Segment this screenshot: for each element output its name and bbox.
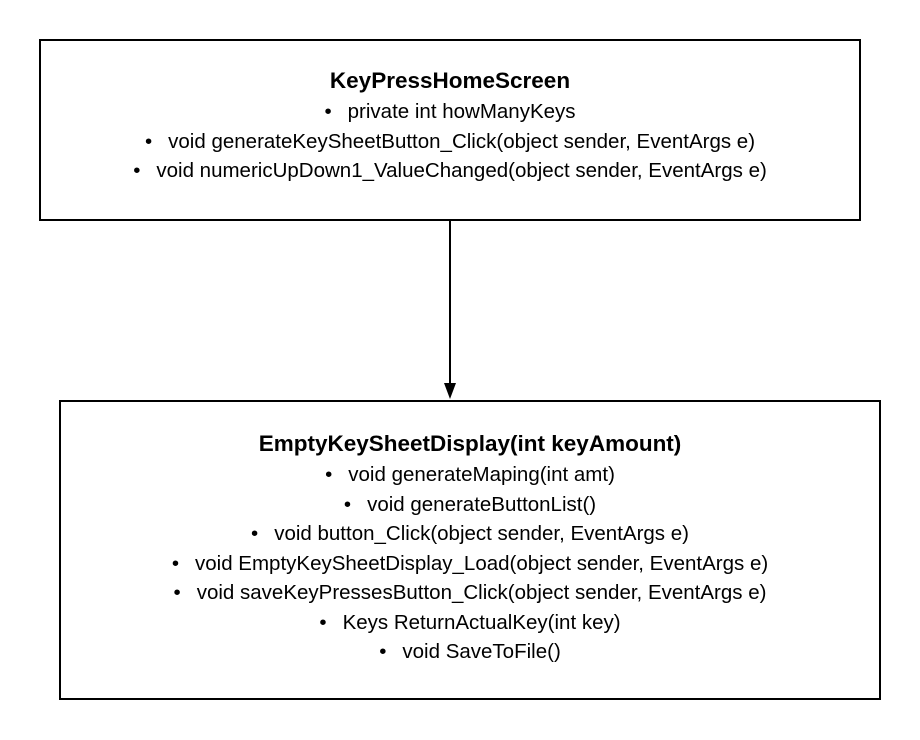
member-text: private int howManyKeys bbox=[347, 100, 576, 123]
bullet-icon: • bbox=[173, 581, 181, 604]
member-text: void SaveToFile() bbox=[402, 640, 561, 663]
member-item: • void generateButtonList() bbox=[61, 490, 879, 520]
member-list: • private int howManyKeys • void generateK… bbox=[41, 97, 859, 186]
member-item: • void generateKeySheetButton_Click(objec… bbox=[41, 127, 859, 157]
member-text: void numericUpDown1_ValueChanged(object … bbox=[156, 159, 767, 182]
member-item: • Keys ReturnActualKey(int key) bbox=[61, 608, 879, 638]
member-item: • void numericUpDown1_ValueChanged(object… bbox=[41, 156, 859, 186]
member-text: void button_Click(object sender, EventAr… bbox=[274, 522, 689, 545]
member-text: Keys ReturnActualKey(int key) bbox=[342, 610, 621, 634]
bullet-icon: • bbox=[324, 100, 332, 123]
member-text: void generateButtonList() bbox=[367, 492, 597, 516]
member-item: • void button_Click(object sender, EventA… bbox=[61, 519, 879, 549]
member-text: void generateMaping(int amt) bbox=[348, 463, 615, 486]
member-text: void EmptyKeySheetDisplay_Load(object se… bbox=[195, 551, 769, 575]
arrowhead bbox=[444, 383, 456, 399]
member-item: • void SaveToFile() bbox=[61, 637, 879, 667]
class-title: EmptyKeySheetDisplay(int keyAmount) bbox=[258, 431, 682, 456]
bullet-icon: • bbox=[251, 522, 259, 545]
member-text: void saveKeyPressesButton_Click(object s… bbox=[196, 581, 767, 604]
member-item: • void saveKeyPressesButton_Click(object … bbox=[61, 578, 879, 608]
class-title: KeyPressHomeScreen bbox=[329, 68, 571, 93]
member-list: • void generateMaping(int amt) • void gene… bbox=[61, 460, 879, 667]
member-text: void generateKeySheetButton_Click(object… bbox=[168, 129, 756, 153]
bullet-icon: • bbox=[325, 463, 333, 486]
bullet-icon: • bbox=[343, 492, 352, 516]
bullet-icon: • bbox=[319, 610, 327, 634]
bullet-icon: • bbox=[171, 551, 179, 575]
bullet-icon: • bbox=[133, 159, 141, 182]
member-item: • void EmptyKeySheetDisplay_Load(object s… bbox=[61, 549, 879, 579]
class-box-emptykeysheetdisplay: EmptyKeySheetDisplay(int keyAmount) • voi… bbox=[59, 400, 881, 700]
member-item: • void generateMaping(int amt) bbox=[61, 460, 879, 490]
class-box-keypresshomescreen: KeyPressHomeScreen • private int howManyK… bbox=[39, 39, 861, 221]
bullet-icon: • bbox=[379, 640, 387, 663]
member-item: • private int howManyKeys bbox=[41, 97, 859, 127]
bullet-icon: • bbox=[144, 129, 153, 153]
